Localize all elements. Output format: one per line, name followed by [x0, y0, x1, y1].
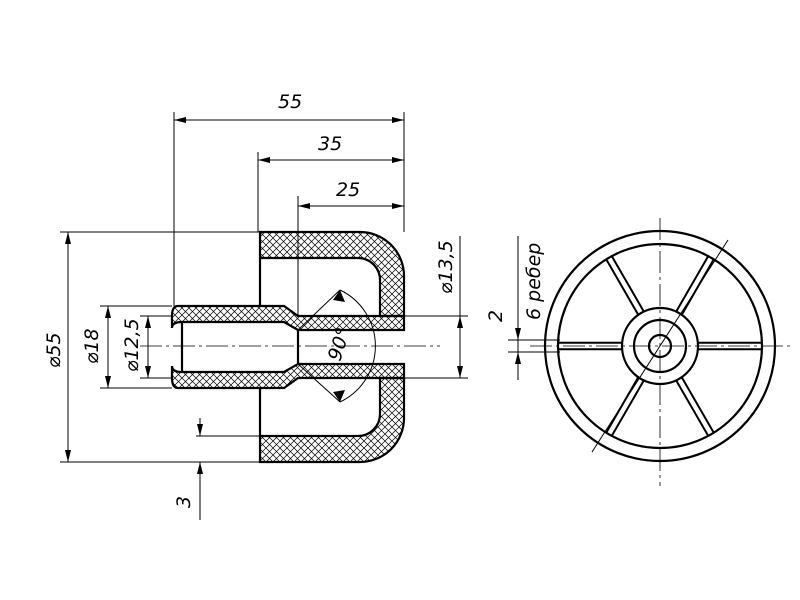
dim-rib-2: 2: [485, 310, 507, 322]
rib-edge: [680, 376, 715, 434]
dimension-lines: [60, 112, 560, 520]
ribs-group: [558, 255, 762, 437]
lower-flange-wall: [258, 376, 406, 464]
rib-edge: [605, 258, 640, 316]
dimension-labels: 55 35 25 ⌀55 ⌀18 ⌀12,5 ⌀13,5 3 90° 2 6 р…: [43, 91, 545, 508]
section-view: [140, 230, 440, 464]
dim-55: 55: [278, 91, 302, 113]
rib-edge: [605, 376, 640, 434]
upper-flange-wall: [258, 230, 406, 318]
dim-dia-55: ⌀55: [43, 332, 65, 368]
hub-step: [632, 318, 688, 374]
rib-edge: [675, 380, 710, 437]
lower-hub-wall: [170, 362, 406, 390]
hub-outer: [620, 306, 700, 386]
dim-dia-13-5: ⌀13,5: [435, 240, 457, 294]
rib-edge: [675, 255, 710, 312]
dim-dia-18: ⌀18: [81, 328, 103, 364]
rib-edge: [610, 380, 645, 437]
dim-wall-3: 3: [173, 496, 195, 508]
rib-count-note: 6 ребер: [523, 243, 545, 320]
dim-25: 25: [336, 179, 360, 201]
outer-rim-outer: [543, 229, 777, 463]
end-view: [530, 218, 790, 486]
dim-35: 35: [318, 133, 342, 155]
outer-rim-inner: [556, 242, 764, 450]
rib-edge: [610, 255, 645, 312]
dim-dia-12-5: ⌀12,5: [121, 318, 143, 372]
bore-circle: [647, 333, 673, 359]
rib-edge: [680, 258, 715, 316]
